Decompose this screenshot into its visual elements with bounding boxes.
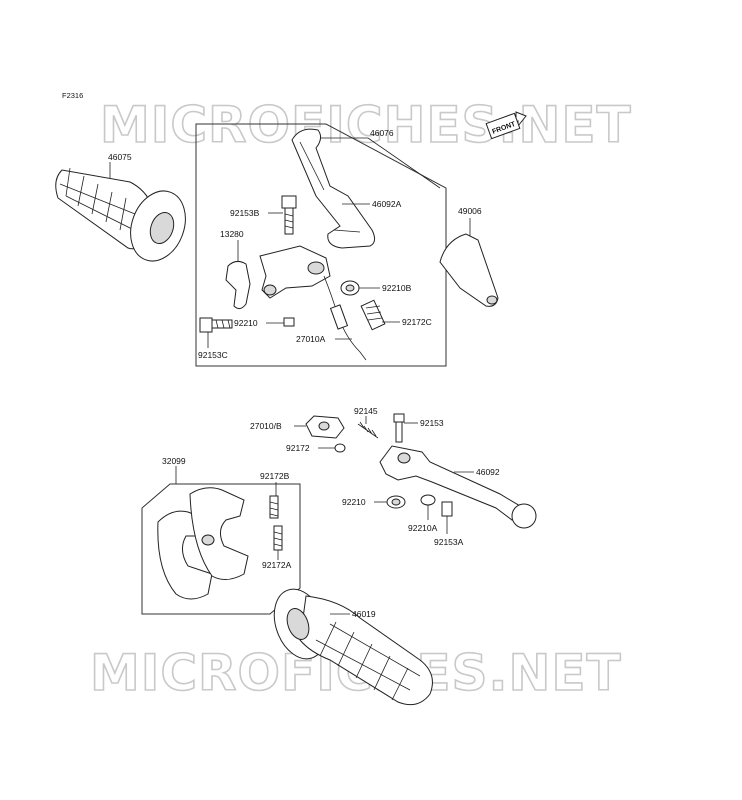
nut-92210-lower bbox=[386, 495, 406, 509]
clutch-lever-46076 bbox=[291, 128, 376, 249]
label-92210a: 92210A bbox=[408, 523, 438, 533]
label-92153b: 92153B bbox=[230, 208, 260, 218]
screw-92172b bbox=[269, 495, 279, 519]
label-92153: 92153 bbox=[420, 418, 444, 428]
label-32099: 32099 bbox=[162, 456, 186, 466]
lever-holder bbox=[259, 245, 331, 299]
screw-92172 bbox=[334, 443, 346, 453]
bolt-92153a bbox=[441, 501, 453, 517]
adjuster-27010b bbox=[305, 415, 345, 439]
screw-92172a bbox=[273, 525, 283, 551]
grip-46019 bbox=[273, 588, 433, 706]
label-92210: 92210 bbox=[234, 318, 258, 328]
nut-92210a bbox=[420, 494, 436, 506]
grip-46075 bbox=[55, 167, 186, 262]
cover-49006 bbox=[439, 233, 499, 307]
spring-92145 bbox=[357, 421, 379, 439]
label-92210-lower: 92210 bbox=[342, 497, 366, 507]
label-27010a: 27010A bbox=[296, 334, 326, 344]
label-13280: 13280 bbox=[220, 229, 244, 239]
label-46075: 46075 bbox=[108, 152, 132, 162]
label-46092a: 46092A bbox=[372, 199, 402, 209]
figure-code: F2316 bbox=[62, 91, 83, 100]
label-92210b: 92210B bbox=[382, 283, 412, 293]
brake-lever-46092 bbox=[379, 445, 537, 529]
label-92172c: 92172C bbox=[402, 317, 432, 327]
label-46076: 46076 bbox=[370, 128, 394, 138]
label-46019: 46019 bbox=[352, 609, 376, 619]
top-assembly-box bbox=[195, 123, 447, 367]
label-27010b: 27010/B bbox=[250, 421, 282, 431]
bolt-92153c bbox=[199, 317, 233, 333]
label-92172a: 92172A bbox=[262, 560, 292, 570]
label-92153a: 92153A bbox=[434, 537, 464, 547]
bolt-92153 bbox=[393, 413, 405, 443]
front-arrow-icon: FRONT bbox=[485, 111, 527, 140]
label-49006: 49006 bbox=[458, 206, 482, 216]
screw-92172c bbox=[360, 299, 386, 331]
label-46092: 46092 bbox=[476, 467, 500, 477]
label-92153c: 92153C bbox=[198, 350, 228, 360]
label-92145: 92145 bbox=[354, 406, 378, 416]
nut-92210b bbox=[340, 280, 360, 296]
bolt-92153b bbox=[281, 195, 297, 235]
nut-92210 bbox=[283, 317, 295, 327]
bracket-13280 bbox=[225, 260, 251, 310]
label-92172: 92172 bbox=[286, 443, 310, 453]
kit-box bbox=[141, 483, 301, 615]
housing-kit-32099 bbox=[157, 487, 249, 600]
label-92172b: 92172B bbox=[260, 471, 290, 481]
